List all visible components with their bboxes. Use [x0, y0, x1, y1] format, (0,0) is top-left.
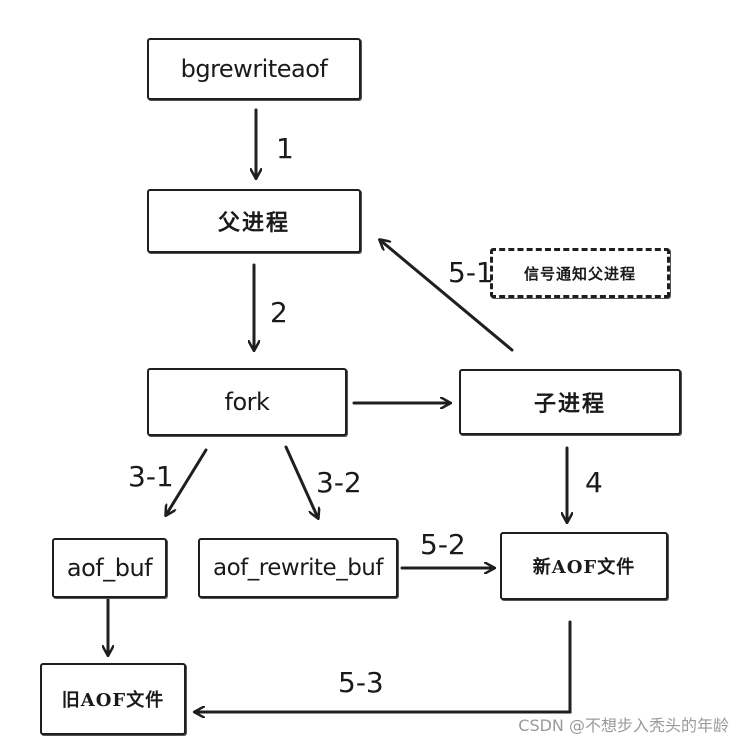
watermark: CSDN @不想步入秃头的年龄 [518, 716, 729, 735]
parent-process-node: 父进程 [147, 189, 361, 253]
edge-4-label: 4 [585, 466, 603, 499]
parent-process-label: 父进程 [217, 210, 290, 236]
bgrewriteaof-node: bgrewriteaof [147, 38, 361, 100]
edge-3-2-arrow [284, 445, 318, 518]
aof-buf-node: aof_buf [52, 538, 167, 598]
edge-5-3-arrow [195, 620, 572, 712]
edge-3-1-label: 3-1 [128, 460, 174, 493]
signal-notify-parent-node: 信号通知父进程 [490, 248, 670, 298]
edge-5-2-label: 5-2 [420, 528, 466, 561]
aof-rewrite-buf-node: aof_rewrite_buf [198, 538, 398, 598]
aof-buf-label: aof_buf [66, 554, 153, 582]
edge-2-label: 2 [270, 296, 288, 329]
edge-5-3-label: 5-3 [338, 666, 384, 699]
bgrewriteaof-label: bgrewriteaof [180, 55, 328, 83]
old-aof-file-node: 旧AOF文件 [40, 663, 186, 735]
child-process-label: 子进程 [533, 391, 606, 417]
edge-5-1-label: 5-1 [448, 256, 494, 289]
edge-3-2-label: 3-2 [316, 466, 362, 499]
aof-rewrite-buf-label: aof_rewrite_buf [213, 555, 383, 581]
fork-label: fork [224, 388, 270, 416]
new-aof-file-label: 新AOF文件 [532, 557, 636, 578]
old-aof-file-label: 旧AOF文件 [61, 690, 165, 711]
fork-node: fork [147, 368, 347, 436]
signal-notify-parent-label: 信号通知父进程 [523, 264, 636, 283]
edge-1-label: 1 [276, 132, 294, 165]
edge-5-1-arrow [380, 240, 514, 352]
child-process-node: 子进程 [459, 369, 681, 435]
edge-3-1-arrow [166, 448, 208, 515]
new-aof-file-node: 新AOF文件 [500, 532, 668, 600]
